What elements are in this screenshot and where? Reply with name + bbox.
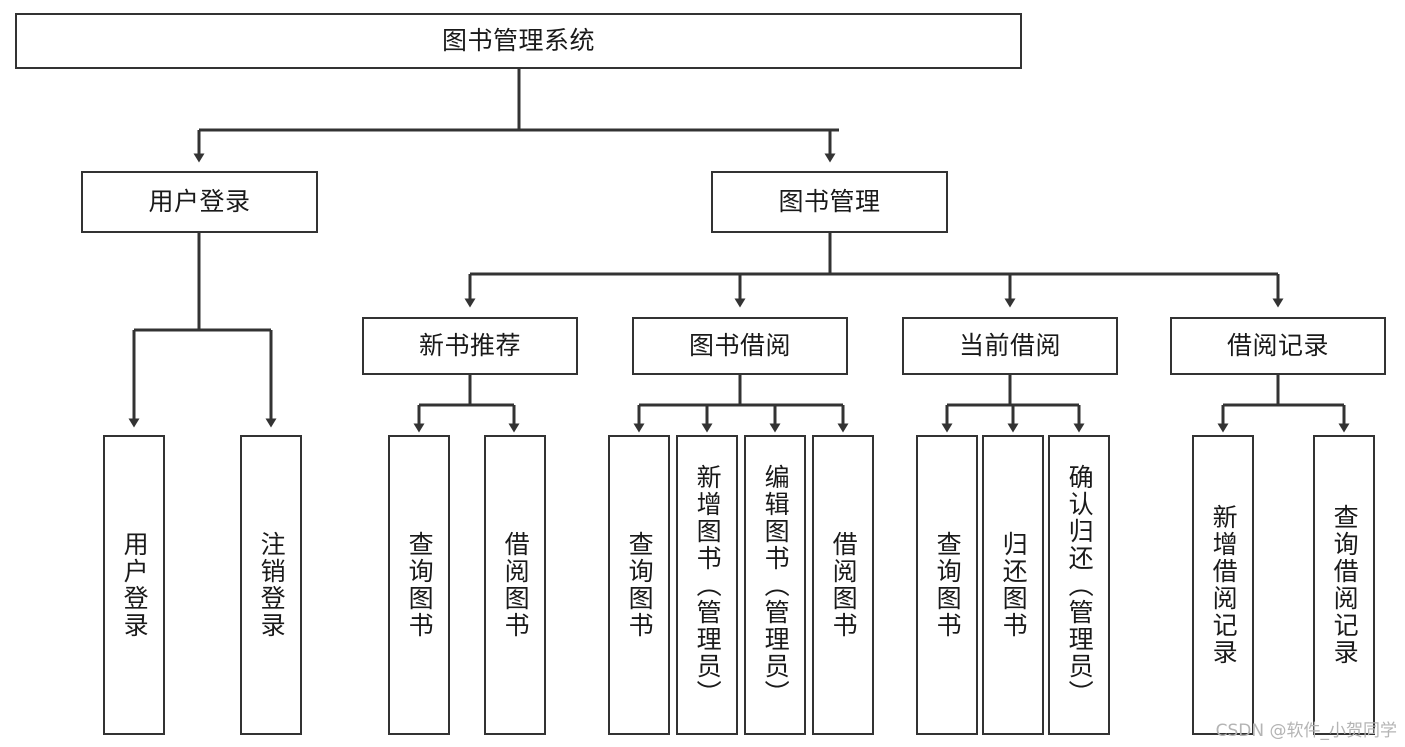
node-leaf-borrow-book-2[interactable]: 借阅图书 bbox=[812, 435, 874, 735]
node-book-management[interactable]: 图书管理 bbox=[711, 171, 948, 233]
node-leaf-return-book-label: 归还图书 bbox=[999, 531, 1029, 639]
node-leaf-logout-label: 注销登录 bbox=[257, 531, 287, 639]
node-leaf-user-login[interactable]: 用户登录 bbox=[103, 435, 165, 735]
node-leaf-query-book-1[interactable]: 查询图书 bbox=[388, 435, 450, 735]
node-book-borrow-label: 图书借阅 bbox=[688, 330, 791, 360]
node-leaf-query-book-2[interactable]: 查询图书 bbox=[608, 435, 670, 735]
node-leaf-query-book-1-label: 查询图书 bbox=[405, 531, 435, 639]
node-leaf-borrow-book-1-label: 借阅图书 bbox=[501, 531, 531, 639]
node-leaf-add-book-label: 新增图书（管理员） bbox=[693, 463, 723, 707]
node-leaf-query-book-3-label: 查询图书 bbox=[933, 531, 963, 639]
node-leaf-query-borrow-record[interactable]: 查询借阅记录 bbox=[1313, 435, 1375, 735]
node-leaf-confirm-return[interactable]: 确认归还（管理员） bbox=[1048, 435, 1110, 735]
node-current-borrow-label: 当前借阅 bbox=[958, 330, 1061, 360]
node-book-borrow[interactable]: 图书借阅 bbox=[632, 317, 848, 375]
node-root[interactable]: 图书管理系统 bbox=[15, 13, 1022, 69]
node-user-login[interactable]: 用户登录 bbox=[81, 171, 318, 233]
node-user-login-label: 用户登录 bbox=[148, 186, 251, 216]
node-leaf-query-book-3[interactable]: 查询图书 bbox=[916, 435, 978, 735]
node-leaf-add-borrow-record-label: 新增借阅记录 bbox=[1209, 504, 1239, 666]
csdn-watermark: CSDN @软件_小贺同学 bbox=[1215, 721, 1397, 741]
node-root-label: 图书管理系统 bbox=[441, 25, 595, 55]
node-borrow-record[interactable]: 借阅记录 bbox=[1170, 317, 1386, 375]
node-new-book-recommend-label: 新书推荐 bbox=[418, 330, 521, 360]
node-leaf-return-book[interactable]: 归还图书 bbox=[982, 435, 1044, 735]
node-leaf-logout[interactable]: 注销登录 bbox=[240, 435, 302, 735]
node-leaf-edit-book[interactable]: 编辑图书（管理员） bbox=[744, 435, 806, 735]
node-borrow-record-label: 借阅记录 bbox=[1226, 330, 1329, 360]
node-book-management-label: 图书管理 bbox=[778, 186, 881, 216]
node-leaf-query-book-2-label: 查询图书 bbox=[625, 531, 655, 639]
node-leaf-user-login-label: 用户登录 bbox=[120, 531, 150, 639]
node-leaf-edit-book-label: 编辑图书（管理员） bbox=[761, 463, 791, 707]
node-leaf-add-borrow-record[interactable]: 新增借阅记录 bbox=[1192, 435, 1254, 735]
node-new-book-recommend[interactable]: 新书推荐 bbox=[362, 317, 578, 375]
node-current-borrow[interactable]: 当前借阅 bbox=[902, 317, 1118, 375]
node-leaf-borrow-book-1[interactable]: 借阅图书 bbox=[484, 435, 546, 735]
node-leaf-add-book[interactable]: 新增图书（管理员） bbox=[676, 435, 738, 735]
node-leaf-confirm-return-label: 确认归还（管理员） bbox=[1065, 463, 1095, 707]
node-leaf-borrow-book-2-label: 借阅图书 bbox=[829, 531, 859, 639]
node-leaf-query-borrow-record-label: 查询借阅记录 bbox=[1330, 504, 1360, 666]
